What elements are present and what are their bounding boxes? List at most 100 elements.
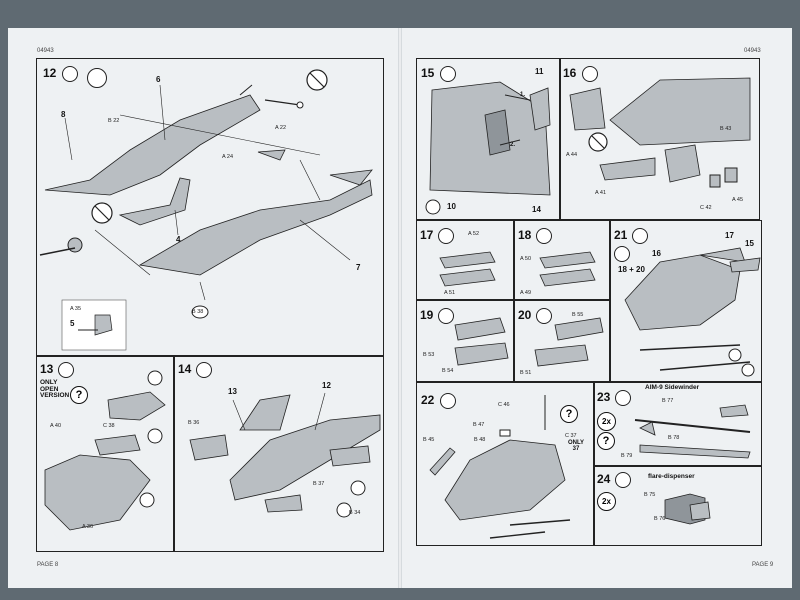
part-ref: B 48 — [474, 437, 486, 443]
step-number: 21 — [614, 228, 628, 242]
part-ref: B 45 — [423, 437, 435, 443]
part-ref: B 79 — [621, 453, 633, 459]
part-number: 13 — [228, 387, 237, 396]
right-page-label: PAGE 9 — [752, 562, 774, 568]
glue-icon — [615, 472, 631, 488]
multiplier-badge: 2x — [597, 412, 616, 431]
glue-icon — [438, 228, 454, 244]
step-marker: 1. — [520, 92, 526, 98]
step-19-frame — [416, 300, 514, 382]
part-ref: C 38 — [103, 423, 115, 429]
part-number: 11 — [535, 67, 544, 76]
part-ref: A 35 — [70, 306, 82, 312]
glue-icon — [62, 66, 78, 82]
glue-icon — [438, 308, 454, 324]
step-title: AIM-9 Sidewinder — [645, 384, 700, 391]
question-icon: ? — [70, 386, 88, 404]
part-ref: B 37 — [313, 481, 325, 487]
part-ref: B 51 — [520, 370, 532, 376]
step-number: 15 — [421, 66, 435, 80]
step-12-frame — [36, 58, 384, 356]
step-21-frame — [610, 220, 762, 382]
step-18-frame — [514, 220, 610, 300]
glue-icon — [632, 228, 648, 244]
step-15-frame — [416, 58, 560, 220]
multiplier-badge: 2x — [597, 492, 616, 511]
step-24-frame — [594, 466, 762, 546]
step-number: 19 — [420, 308, 434, 322]
step-23-frame — [594, 382, 762, 466]
part-number: 5 — [70, 319, 75, 328]
part-ref: B 38 — [192, 309, 204, 315]
part-ref: B 47 — [473, 422, 485, 428]
part-ref: B 54 — [442, 368, 454, 374]
step-number: 12 — [43, 66, 57, 80]
step-number: 17 — [420, 228, 434, 242]
step-14-frame — [174, 356, 384, 552]
part-ref: A 50 — [520, 256, 532, 262]
part-ref: B 77 — [662, 398, 674, 404]
rotate-icon — [614, 246, 630, 262]
part-ref: C 37 — [565, 433, 577, 439]
step-16-frame — [560, 58, 760, 220]
part-ref: B 43 — [720, 126, 732, 132]
left-page-code: 04943 — [37, 48, 54, 54]
glue-icon — [536, 228, 552, 244]
glue-icon — [58, 362, 74, 378]
part-ref: B 76 — [654, 516, 666, 522]
part-ref: B 53 — [423, 352, 435, 358]
part-ref: A 52 — [468, 231, 480, 237]
part-ref: C 42 — [700, 205, 712, 211]
step-number: 23 — [597, 390, 611, 404]
glue-icon — [440, 66, 456, 82]
part-ref: B 78 — [668, 435, 680, 441]
part-ref: A 22 — [275, 125, 287, 131]
part-ref: A 24 — [222, 154, 234, 160]
part-ref: A 45 — [732, 197, 744, 203]
part-ref: B 75 — [644, 492, 656, 498]
question-icon: ? — [560, 405, 578, 423]
part-ref: B 36 — [188, 420, 200, 426]
glue-icon — [196, 362, 212, 378]
only-version-note: ONLY 37 — [567, 440, 585, 452]
page-fold — [398, 28, 402, 588]
step-17-frame — [416, 220, 514, 300]
part-number: 8 — [61, 110, 66, 119]
right-page-code: 04943 — [744, 48, 761, 54]
part-ref: A 36 — [82, 524, 94, 530]
open-version-note: ONLY OPEN VERSION — [40, 379, 70, 399]
step-number: 16 — [563, 66, 577, 80]
part-number: 12 — [322, 381, 331, 390]
part-number: 4 — [176, 235, 181, 244]
glue-icon — [582, 66, 598, 82]
glue-icon — [440, 393, 456, 409]
part-number: 10 — [447, 202, 456, 211]
question-icon: ? — [597, 432, 615, 450]
glue-icon — [615, 390, 631, 406]
glue-icon — [536, 308, 552, 324]
subparts-label: 18 + 20 — [618, 265, 645, 274]
part-number: 16 — [652, 249, 661, 258]
step-number: 13 — [40, 362, 54, 376]
part-ref: B 34 — [349, 510, 361, 516]
part-ref: A 41 — [595, 190, 607, 196]
step-number: 14 — [178, 362, 192, 376]
left-page-label: PAGE 8 — [37, 562, 59, 568]
step-number: 18 — [518, 228, 532, 242]
part-number: 14 — [532, 205, 541, 214]
step-number: 22 — [421, 393, 435, 407]
part-ref: A 51 — [444, 290, 456, 296]
step-13-frame — [36, 356, 174, 552]
part-number: 15 — [745, 239, 754, 248]
